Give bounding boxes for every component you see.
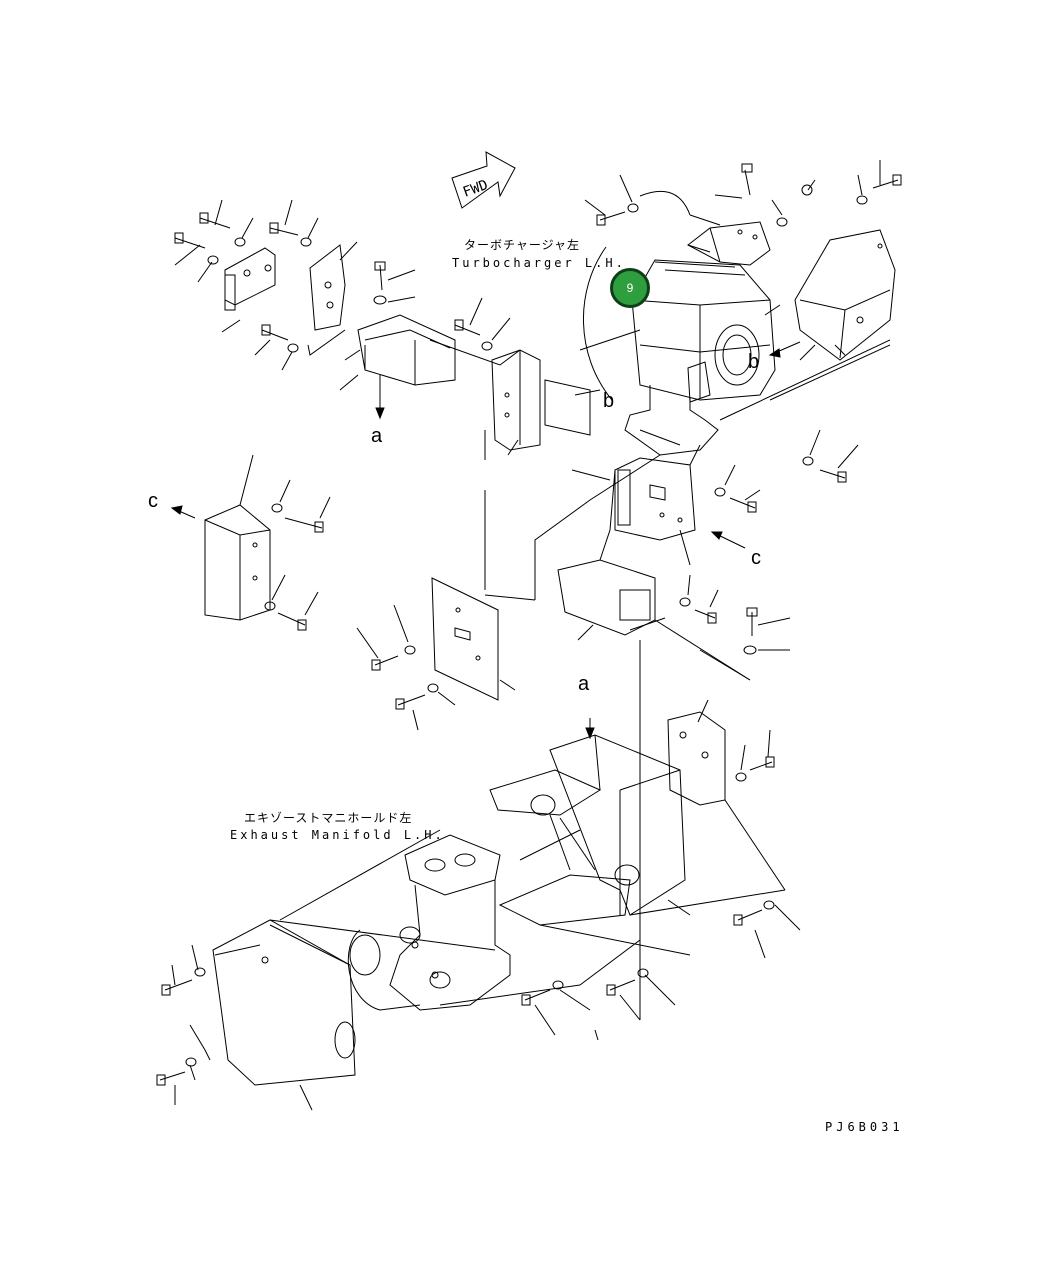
arrow-icons <box>172 342 800 738</box>
part-hotspot-9[interactable]: 9 <box>610 268 650 308</box>
bolt-icons <box>157 164 901 1085</box>
callout-a-top: a <box>371 425 383 447</box>
upper-left-brackets <box>225 245 590 450</box>
washer-icons <box>186 185 867 1066</box>
manifold-en-label: Exhaust Manifold L.H. <box>230 828 445 842</box>
turbocharger <box>583 191 775 540</box>
drawing-code: PJ6B031 <box>825 1120 904 1134</box>
exhaust-manifold <box>348 835 510 1010</box>
right-heat-shield <box>795 230 895 360</box>
turbocharger-en-label: Turbocharger L.H. <box>452 256 626 270</box>
callout-a-bottom: a <box>578 673 590 695</box>
middle-plate <box>432 560 665 700</box>
connection-lines <box>270 330 890 1020</box>
manifold-jp-label: エキゾーストマニホールド左 <box>244 811 413 825</box>
callout-b-left: b <box>603 390 615 412</box>
fwd-label: FWD <box>461 177 490 201</box>
leader-lines <box>172 160 880 1110</box>
lower-bracket-assembly <box>490 735 685 925</box>
callout-c-right: c <box>751 547 761 569</box>
right-plate <box>668 712 725 805</box>
fwd-arrow-icon: FWD <box>452 152 515 208</box>
callout-c-left: c <box>148 490 158 512</box>
upper-bracket <box>688 222 770 265</box>
left-block <box>205 505 270 620</box>
turbocharger-jp-label: ターボチャージャ左 <box>464 238 581 252</box>
callout-b-right: b <box>748 351 760 373</box>
lower-left-plate <box>190 920 355 1085</box>
